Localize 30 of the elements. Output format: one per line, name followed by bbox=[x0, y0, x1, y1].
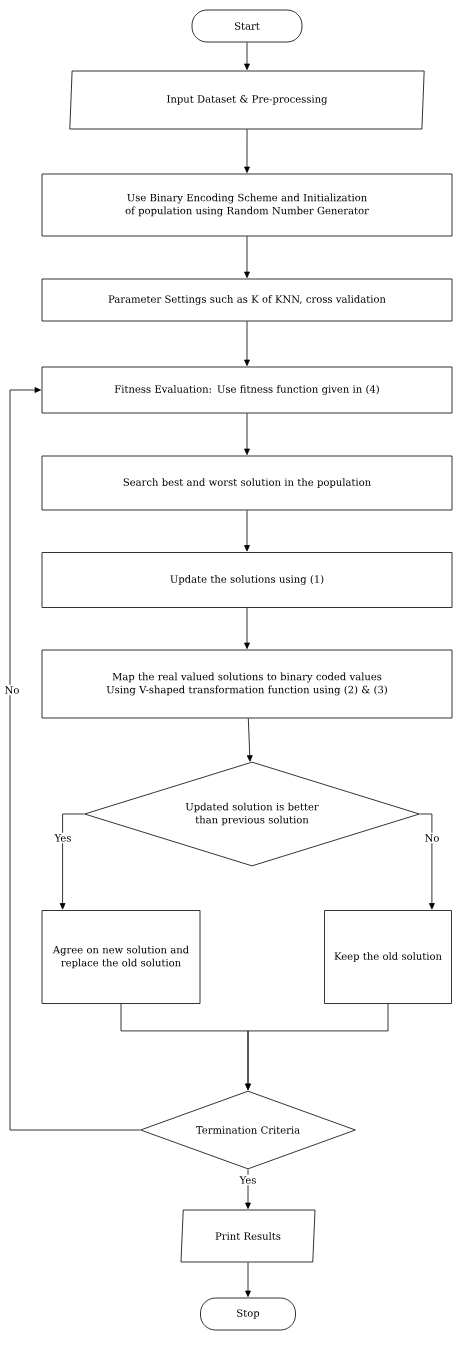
arrow bbox=[244, 321, 250, 366]
arrow bbox=[245, 1169, 251, 1209]
process-box: Update the solutions using (1) bbox=[41, 552, 453, 608]
arrow bbox=[246, 718, 253, 762]
arrow bbox=[244, 129, 250, 173]
process-box: Search best and worst solution in the population bbox=[41, 455, 453, 511]
start-terminal: Start bbox=[191, 9, 303, 43]
edge-label: No bbox=[3, 684, 21, 696]
arrow bbox=[244, 413, 250, 455]
arrow bbox=[419, 813, 435, 910]
arrow bbox=[244, 42, 250, 70]
edge-label: No bbox=[423, 832, 441, 844]
stop-terminal: Stop bbox=[200, 1297, 296, 1331]
process-box: Fitness Evaluation: Use fitness function given in (4) bbox=[41, 366, 453, 414]
edge-label: Yes bbox=[53, 832, 73, 844]
arrow bbox=[244, 607, 250, 649]
process-box: Keep the old solution bbox=[324, 910, 452, 1004]
arrow bbox=[9, 387, 141, 1131]
arrow bbox=[59, 813, 85, 910]
output-parallelogram: Print Results bbox=[180, 1209, 316, 1263]
process-box: Parameter Settings such as K of KNN, cross validation bbox=[41, 278, 453, 322]
arrow bbox=[244, 510, 250, 552]
edge-label: Yes bbox=[238, 1174, 258, 1186]
process-box: Use Binary Encoding Scheme and Initialization of population using Random Number Generator bbox=[41, 173, 453, 237]
arrow bbox=[245, 1003, 389, 1090]
process-box: Agree on new solution and replace the old solution bbox=[41, 910, 201, 1004]
input-parallelogram: Input Dataset & Pre-processing bbox=[69, 70, 425, 130]
arrow bbox=[245, 1262, 251, 1297]
arrow bbox=[244, 236, 250, 278]
process-box: Map the real valued solutions to binary coded values Using V-shaped transformation function using (2) & (3) bbox=[41, 649, 453, 719]
